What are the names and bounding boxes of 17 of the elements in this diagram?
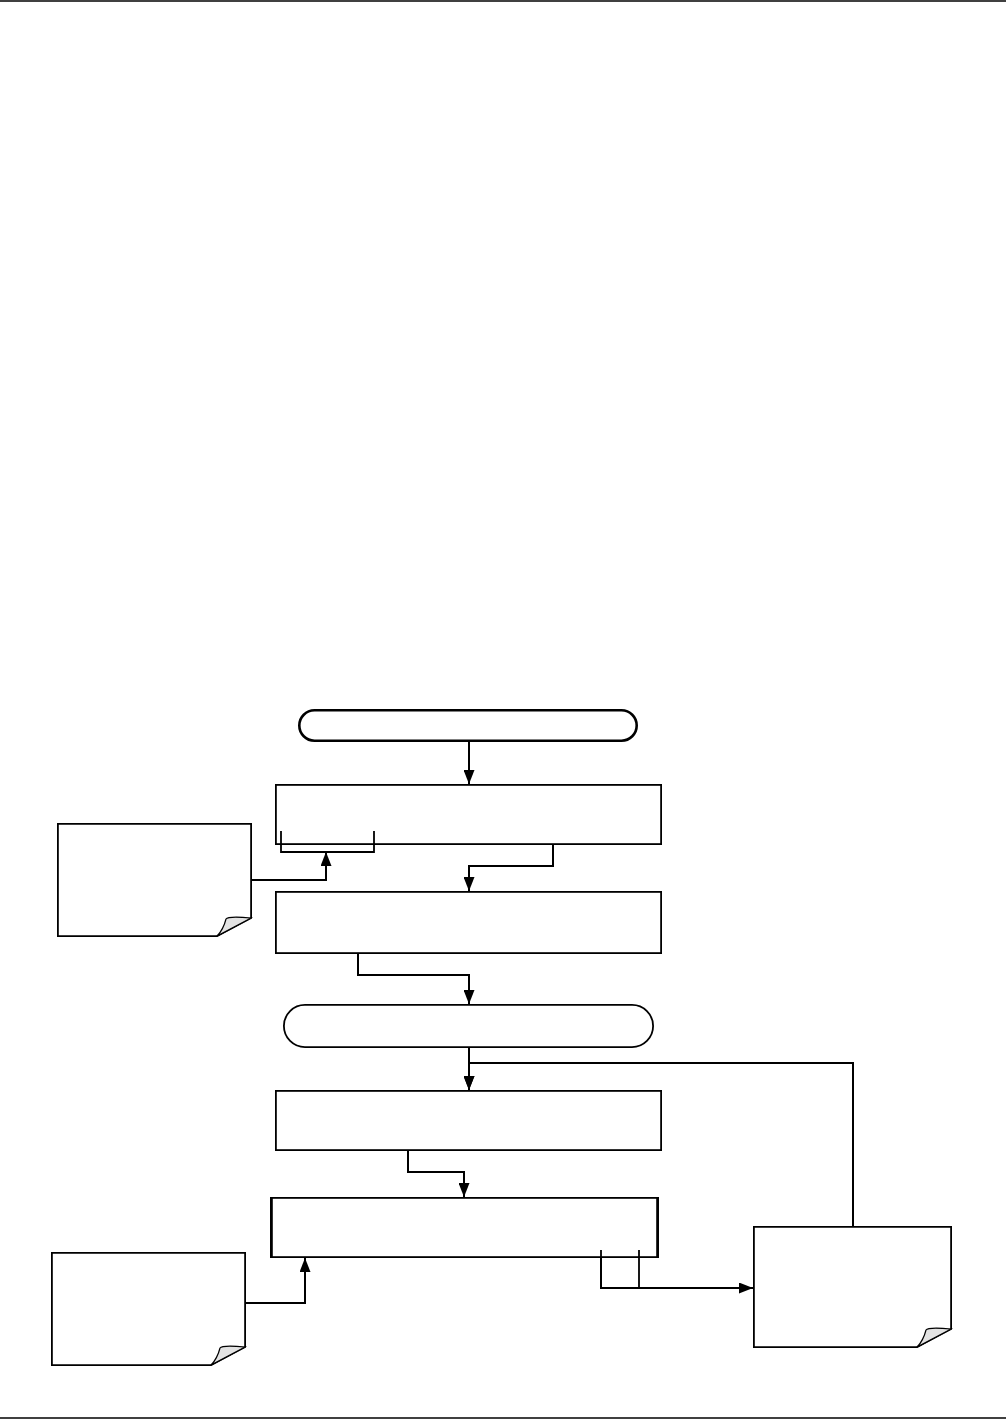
terminator-pill — [283, 1004, 654, 1048]
terminator-pill — [298, 709, 638, 742]
process-box — [275, 891, 662, 954]
process-box — [270, 1197, 659, 1258]
note-page — [57, 823, 252, 937]
arrow — [245, 1257, 311, 1304]
arrow — [600, 1257, 754, 1294]
arrow — [357, 953, 475, 1005]
note-page — [753, 1226, 952, 1348]
process-box — [275, 1090, 662, 1151]
arrow — [463, 741, 475, 785]
arrow — [463, 844, 554, 892]
arrow — [251, 851, 332, 881]
arrow — [463, 1062, 854, 1227]
arrow — [407, 1150, 470, 1198]
note-page — [51, 1252, 246, 1366]
process-box — [275, 784, 662, 845]
